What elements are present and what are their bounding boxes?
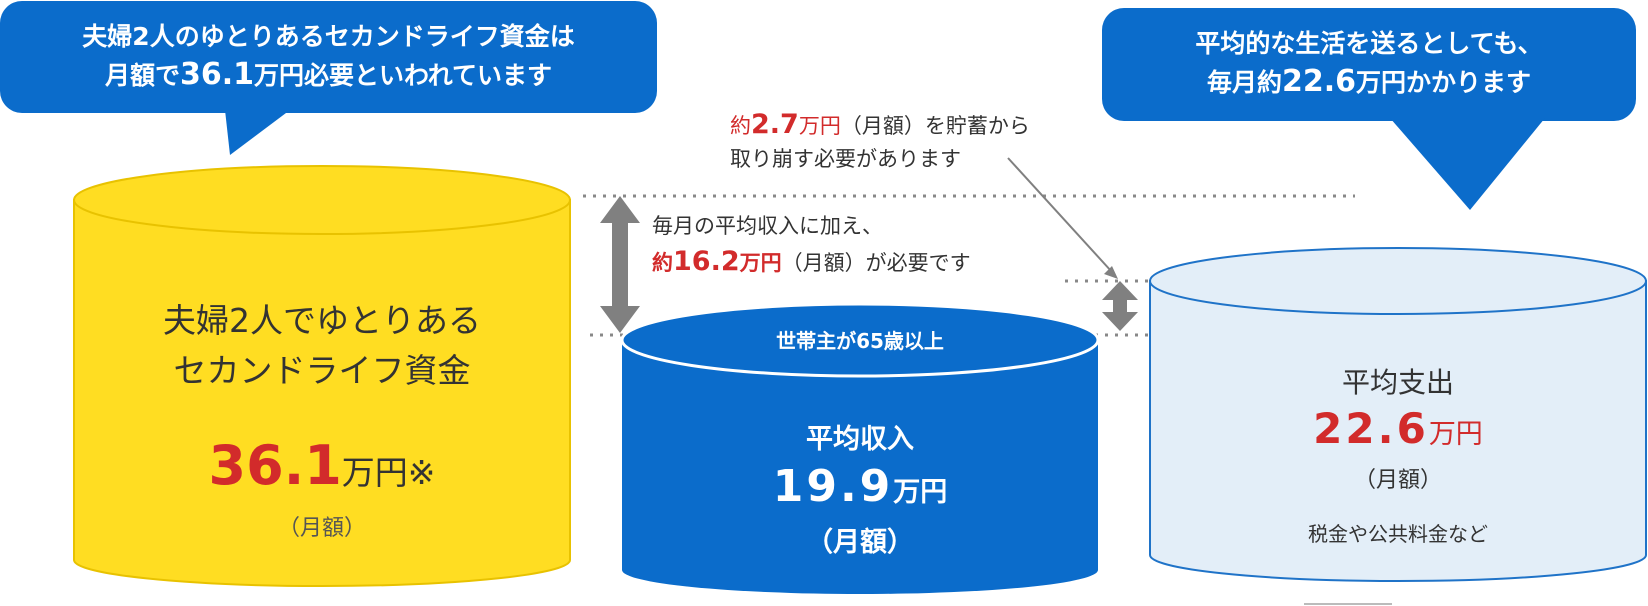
right-cylinder-text: 平均支出 22.6万円 （月額） 税金や公共料金など	[1150, 362, 1646, 549]
small-gap-arrow	[1102, 281, 1138, 331]
middle-cylinder-unit: 万円	[893, 477, 948, 508]
gap-small-num: 2.7	[751, 109, 799, 140]
left-cylinder-unit: 万円※	[341, 453, 436, 492]
middle-cylinder	[620, 302, 1100, 594]
gap-large-line1: 毎月の平均収入に加え、	[652, 214, 883, 238]
left-cylinder-text: 夫婦2人でゆとりある セカンドライフ資金 36.1万円※ （月額）	[74, 296, 570, 549]
gap-large-annotation: 毎月の平均収入に加え、 約16.2万円（月額）が必要です	[652, 208, 971, 281]
gap-large-unit: 万円	[739, 251, 782, 275]
left-bubble-line2-post: 万円必要といわれています	[254, 61, 553, 90]
right-cylinder-unit: 万円	[1428, 419, 1483, 450]
middle-cylinder-label: 平均収入	[806, 424, 914, 455]
gap-large-pre: 約	[652, 251, 673, 275]
gap-small-annotation: 約2.7万円（月額）を貯蓄から 取り崩す必要があります	[730, 108, 1030, 176]
gap-small-unit: 万円	[798, 114, 841, 138]
left-cylinder-period: （月額）	[277, 516, 366, 541]
gap-large-line2: 約16.2万円（月額）が必要です	[652, 244, 971, 281]
right-cylinder-amount: 22.6	[1313, 404, 1429, 453]
left-speech-bubble	[0, 1, 657, 155]
right-cylinder-amount-row: 22.6万円	[1150, 404, 1646, 463]
gap-large-num: 16.2	[673, 246, 740, 277]
gap-small-post: （月額）を貯蓄から	[840, 114, 1030, 138]
left-cylinder-amount: 36.1	[208, 434, 342, 497]
left-cylinder-line2: セカンドライフ資金	[173, 351, 471, 390]
middle-cylinder-amount-row: 19.9万円	[622, 460, 1098, 523]
right-bubble-line2-num: 22.6	[1281, 64, 1357, 99]
right-bubble-text: 平均的な生活を送るとしても、 毎月約22.6万円かかります	[1102, 25, 1636, 102]
left-bubble-line2-pre: 月額で	[104, 61, 180, 90]
gap-large-post: （月額）が必要です	[781, 251, 971, 275]
right-cylinder-period: （月額）	[1353, 468, 1442, 493]
right-bubble-line1: 平均的な生活を送るとしても、	[1195, 29, 1543, 58]
dotted-guide-lines	[583, 194, 1355, 337]
left-bubble-line1: 夫婦2人のゆとりあるセカンドライフ資金は	[82, 22, 575, 51]
right-bubble-line2-post: 万円かかります	[1356, 68, 1532, 97]
left-cylinder	[73, 165, 571, 587]
left-bubble-text: 夫婦2人のゆとりあるセカンドライフ資金は 月額で36.1万円必要といわれています	[0, 18, 657, 95]
middle-cylinder-amount: 19.9	[772, 461, 894, 512]
right-cylinder-note: 税金や公共料金など	[1308, 522, 1488, 546]
gap-small-line1: 約2.7万円（月額）を貯蓄から	[730, 108, 1030, 143]
right-bubble-line2-pre: 毎月約	[1206, 68, 1282, 97]
left-bubble-line2-num: 36.1	[179, 57, 255, 92]
large-gap-arrow	[600, 196, 640, 333]
right-cylinder	[1149, 247, 1647, 582]
left-cylinder-amount-row: 36.1万円※	[74, 436, 570, 509]
left-cylinder-line1: 夫婦2人でゆとりある	[163, 301, 481, 340]
middle-cylinder-top-label: 世帯主が65歳以上	[776, 329, 944, 353]
gap-small-line2: 取り崩す必要があります	[730, 147, 961, 171]
left-bubble-line2: 月額で36.1万円必要といわれています	[0, 56, 657, 95]
middle-cylinder-text: 平均収入 19.9万円 （月額）	[622, 420, 1098, 563]
gap-small-pre: 約	[730, 114, 751, 138]
right-bubble-line2: 毎月約22.6万円かかります	[1102, 63, 1636, 102]
pointer-arrow	[1007, 157, 1118, 279]
right-speech-bubble	[1102, 8, 1636, 210]
middle-cylinder-period: （月額）	[806, 527, 914, 558]
right-cylinder-label: 平均支出	[1341, 366, 1454, 399]
